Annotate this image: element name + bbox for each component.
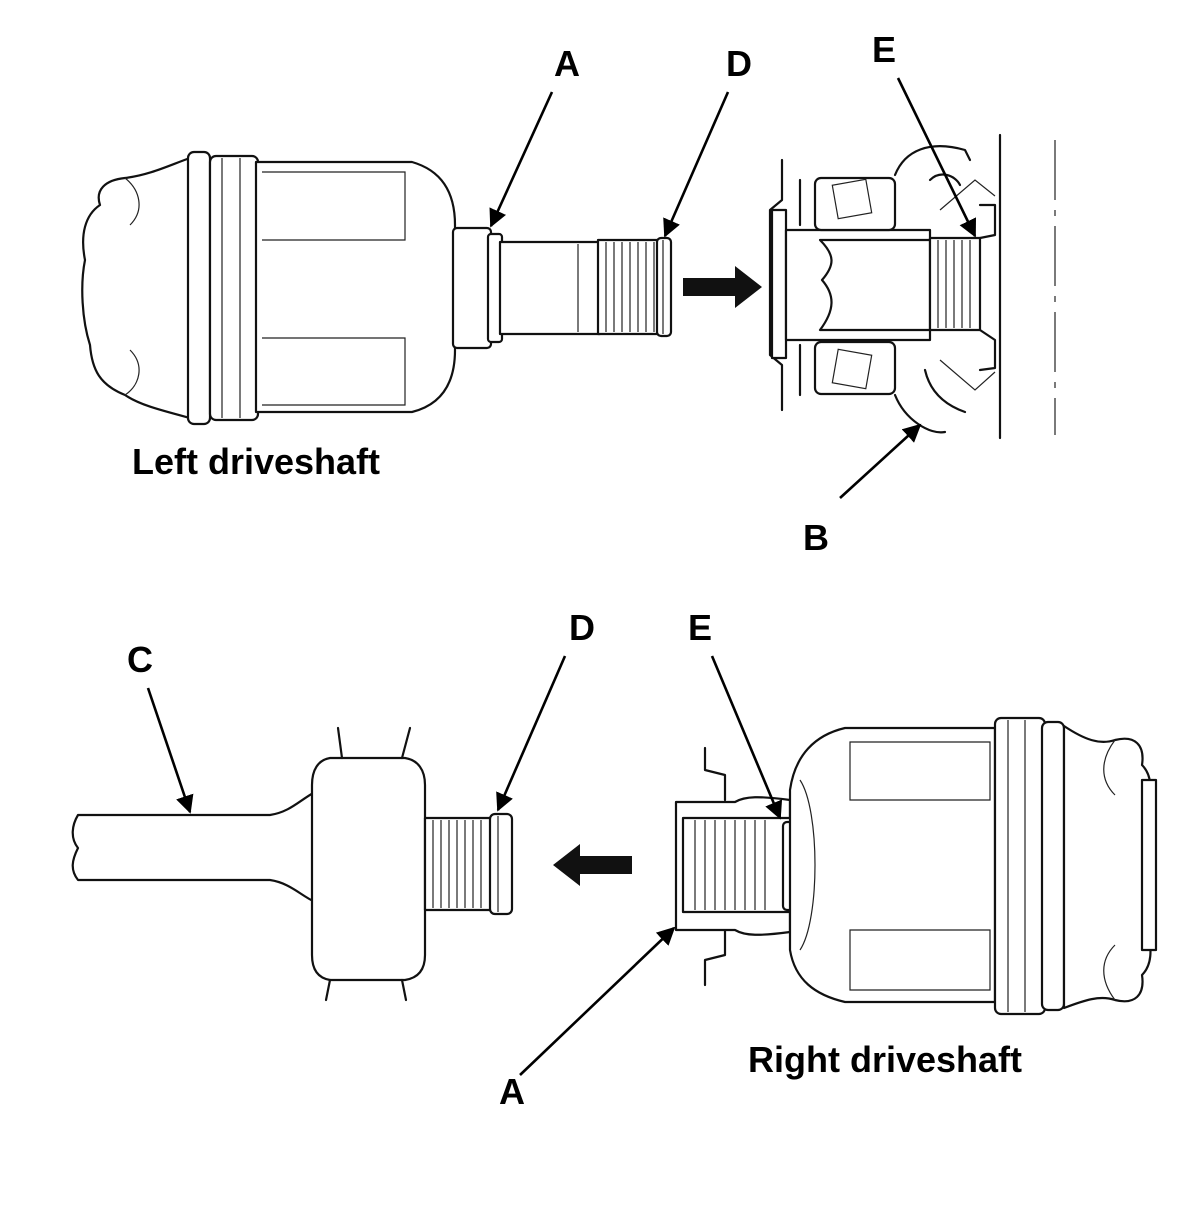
left-boot-band-2 <box>208 154 260 422</box>
left-transmission-case <box>768 133 1056 440</box>
label-c: C <box>127 639 153 680</box>
left-joint-housing <box>254 160 457 414</box>
label-d-bottom: D <box>569 607 595 648</box>
left-boot <box>81 156 192 420</box>
right-side-spline <box>681 816 795 914</box>
label-e-bottom: E <box>688 607 712 648</box>
label-d-top: D <box>726 43 752 84</box>
left-set-ring <box>655 236 673 338</box>
left-boot-band-1 <box>186 150 212 426</box>
caption-left-driveshaft: Left driveshaft <box>132 441 380 482</box>
right-driveshaft <box>674 716 1158 1016</box>
intermediate-shaft <box>71 726 514 1002</box>
arrow-right-icon <box>683 266 762 308</box>
right-boot-band-1 <box>993 716 1047 1016</box>
left-neck <box>451 226 493 350</box>
label-a-top: A <box>554 43 580 84</box>
left-driveshaft <box>81 150 673 426</box>
left-spline <box>596 238 666 336</box>
arrow-left-icon <box>553 844 632 886</box>
label-e-top: E <box>872 29 896 70</box>
right-boot <box>1062 724 1152 1010</box>
right-joint-housing <box>788 726 997 1004</box>
bottom-set-ring <box>488 812 514 916</box>
label-b: B <box>803 517 829 558</box>
caption-right-driveshaft: Right driveshaft <box>748 1039 1022 1080</box>
bearing-support <box>310 756 427 982</box>
left-shaft <box>498 240 602 336</box>
label-a-bottom: A <box>499 1071 525 1112</box>
bottom-spline <box>423 816 497 912</box>
